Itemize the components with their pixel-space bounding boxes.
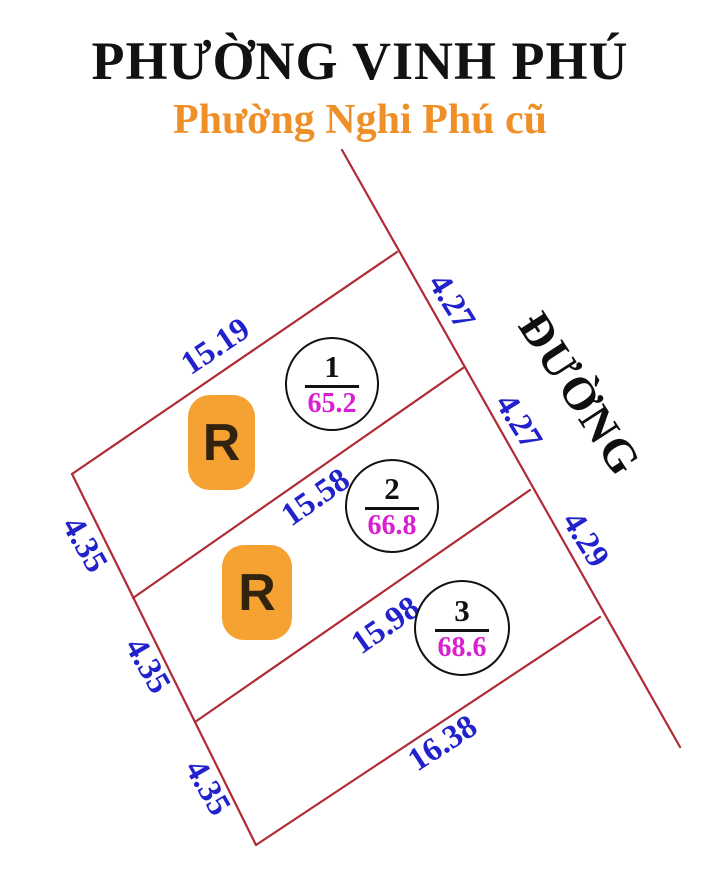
parcel-2-circle: 2 66.8 (345, 459, 439, 553)
fraction-bar (435, 628, 489, 632)
parcel-1-circle: 1 65.2 (285, 337, 379, 431)
parcel-1-area: 65.2 (307, 387, 357, 419)
divider-line-2 (193, 488, 532, 724)
parcel-1-number: 1 (324, 348, 340, 384)
parcel-3-number: 3 (454, 592, 470, 628)
left-boundary-line (70, 472, 258, 847)
parcel-2-area: 66.8 (367, 509, 417, 541)
bottom-edge-line (254, 615, 602, 847)
fraction-bar (365, 506, 419, 510)
fraction-bar (305, 384, 359, 388)
parcel-2-number: 2 (384, 470, 400, 506)
page-subtitle: Phường Nghi Phú cũ (172, 97, 548, 143)
parcel-3-circle: 3 68.6 (414, 580, 510, 676)
top-edge-line (70, 250, 399, 476)
page-title: PHƯỜNG VINH PHÚ (91, 31, 629, 91)
road-boundary-line (340, 148, 682, 749)
house-marker-2: R (222, 545, 292, 640)
divider-line-1 (131, 366, 465, 600)
parcel-3-area: 68.6 (437, 631, 487, 663)
house-marker-1: R (188, 395, 255, 490)
